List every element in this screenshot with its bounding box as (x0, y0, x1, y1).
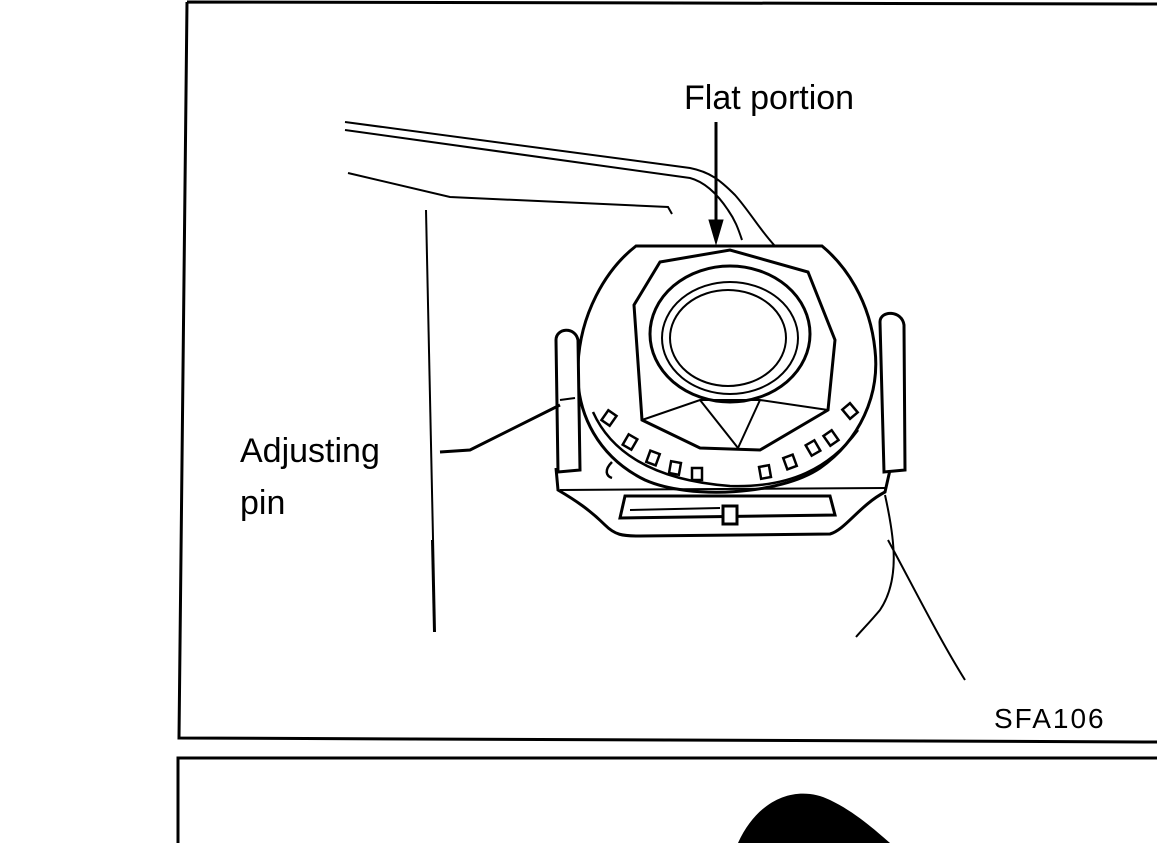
strut-outline (344, 121, 776, 633)
adjusting-pin-label-line2: pin (240, 484, 285, 522)
right-pin-tab (878, 311, 907, 474)
bottom-pin (618, 494, 837, 526)
flat-portion-arrow (708, 122, 724, 246)
adjusting-pin-label-line1: Adjusting (240, 432, 380, 470)
lower-figure-partial-shape (738, 793, 890, 843)
nut-bore (648, 264, 812, 404)
figure-code-label: SFA106 (994, 703, 1106, 734)
lower-figure-frame (176, 756, 1157, 843)
adjusting-pin-leader (439, 403, 561, 454)
notch-ring (591, 401, 860, 488)
hex-nut (632, 248, 837, 452)
flat-portion-label: Flat portion (684, 79, 854, 117)
tie-rod-lines (855, 494, 966, 681)
left-pin-tab (554, 328, 582, 474)
upper-figure-frame (177, 0, 1157, 744)
